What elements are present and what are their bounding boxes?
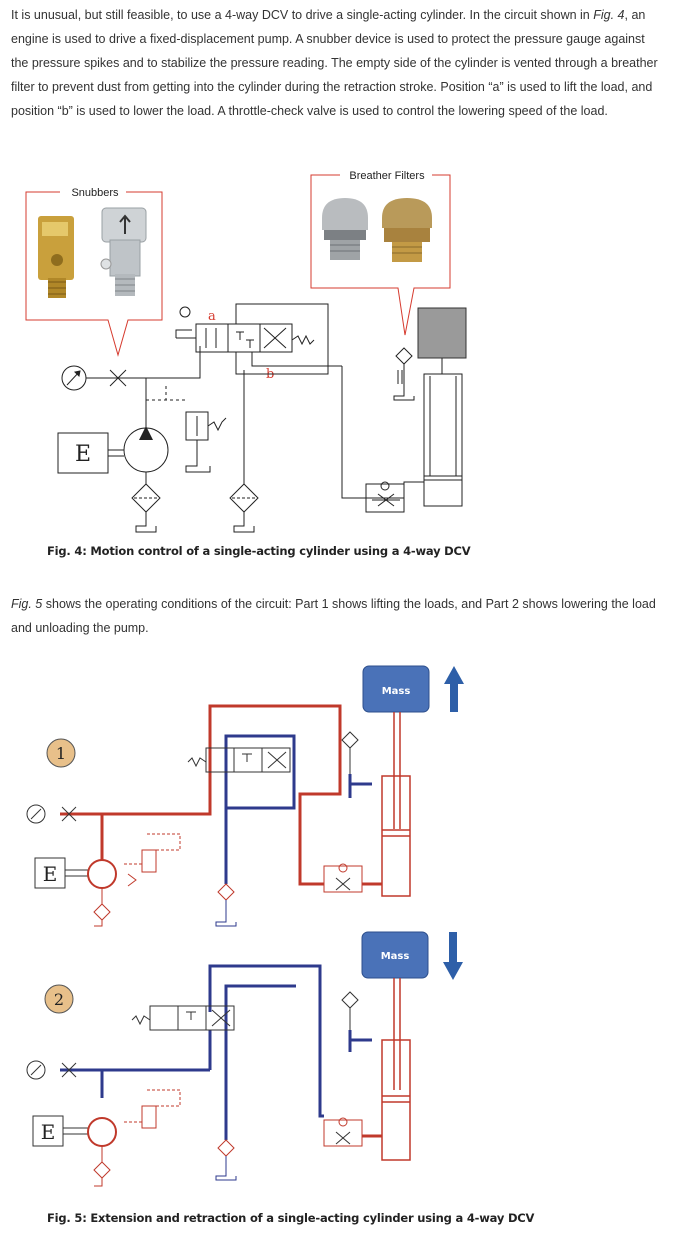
- pos-a-label: a: [208, 309, 216, 324]
- dcv-symbol: [175, 323, 315, 353]
- return-filter-symbol: [229, 370, 259, 533]
- suction-filter-symbol: [131, 472, 161, 533]
- dcv-2: [131, 1005, 235, 1031]
- return-filter-1: [215, 883, 237, 927]
- part1-badge: [46, 738, 76, 768]
- pos-a-indicator: [179, 306, 191, 318]
- relief-valve-symbol: [146, 386, 227, 473]
- breather-1: [341, 731, 359, 774]
- engine-label: E: [75, 442, 91, 467]
- relief-valve-1: [124, 833, 181, 887]
- snubbers-callout-box: [25, 191, 163, 357]
- pressure-gauge-symbol: [61, 365, 87, 391]
- cylinder-line: [251, 352, 310, 367]
- pressure-gauge-1: [26, 804, 77, 824]
- fig5-part2-diagram: Mass 2 E: [26, 931, 463, 1187]
- throttle-check-2: [323, 1117, 363, 1147]
- mass-label-2: Mass: [381, 951, 410, 962]
- cylinder-1: [381, 712, 411, 897]
- breather-port-symbol: [393, 347, 415, 401]
- pump-1: [87, 859, 117, 889]
- filter-symbols-2: [93, 1146, 111, 1187]
- snubber-symbol: [86, 369, 148, 387]
- cylinder-symbol: [423, 358, 463, 507]
- breather-symbol: [417, 307, 467, 359]
- part2-number: 2: [54, 990, 64, 1009]
- mass-label-1: Mass: [382, 686, 411, 697]
- intro-text-2: , an engine is used to drive a fixed-dis…: [11, 8, 658, 118]
- breather-filter-bronze-image: [382, 198, 432, 262]
- part1-number: 1: [56, 744, 66, 763]
- cylinder-2: [381, 978, 411, 1161]
- dcv-1: [187, 747, 291, 773]
- return-path-1: [224, 734, 372, 884]
- arrow-up-icon: [444, 666, 464, 712]
- pressure-path-1: [60, 704, 382, 886]
- pump-2: [87, 1117, 117, 1147]
- engine-label-2: E: [41, 1120, 56, 1144]
- mass-block-2: [361, 931, 429, 979]
- engine-box-2: [32, 1115, 64, 1147]
- filter-symbols-1: [93, 888, 111, 927]
- pressure-gauge-2: [26, 1060, 77, 1080]
- arrow-down-icon: [443, 932, 463, 980]
- port-a-line: [235, 303, 329, 375]
- fig5-caption: Fig. 5: Extension and retraction of a si…: [47, 1211, 535, 1225]
- snubber-steel-image: [100, 207, 147, 296]
- fig4-diagram: Snubbers Breather Filters: [25, 170, 467, 533]
- return-filter-2: [215, 1139, 237, 1181]
- snubber-brass-image: [38, 216, 74, 298]
- engine-box: [57, 432, 109, 474]
- mid-paragraph: Fig. 5 shows the operating conditions of…: [11, 592, 663, 640]
- mass-block-1: [362, 665, 430, 713]
- fig4-reference: Fig. 4: [593, 8, 625, 22]
- throttle-check-1: [323, 863, 363, 893]
- fig5-reference: Fig. 5: [11, 597, 43, 611]
- breather-callout-box: [310, 174, 451, 336]
- intro-paragraph: It is unusual, but still feasible, to us…: [11, 3, 663, 123]
- mid-text: shows the operating conditions of the ci…: [11, 597, 656, 635]
- throttle-check-valve-symbol: [365, 481, 405, 513]
- intro-text-1: It is unusual, but still feasible, to us…: [11, 8, 594, 22]
- part2-badge: [44, 984, 74, 1014]
- engine-box-1: [34, 857, 66, 889]
- breather-2: [341, 991, 359, 1030]
- snubbers-label: Snubbers: [71, 187, 119, 199]
- breather-filter-steel-image: [322, 198, 368, 260]
- breather-label: Breather Filters: [349, 170, 425, 182]
- fig5-part1-diagram: Mass 1: [26, 665, 464, 927]
- relief-valve-2: [124, 1089, 181, 1129]
- engine-label-1: E: [43, 862, 58, 886]
- fig4-caption: Fig. 4: Motion control of a single-actin…: [47, 544, 471, 558]
- return-path-2: [60, 964, 372, 1140]
